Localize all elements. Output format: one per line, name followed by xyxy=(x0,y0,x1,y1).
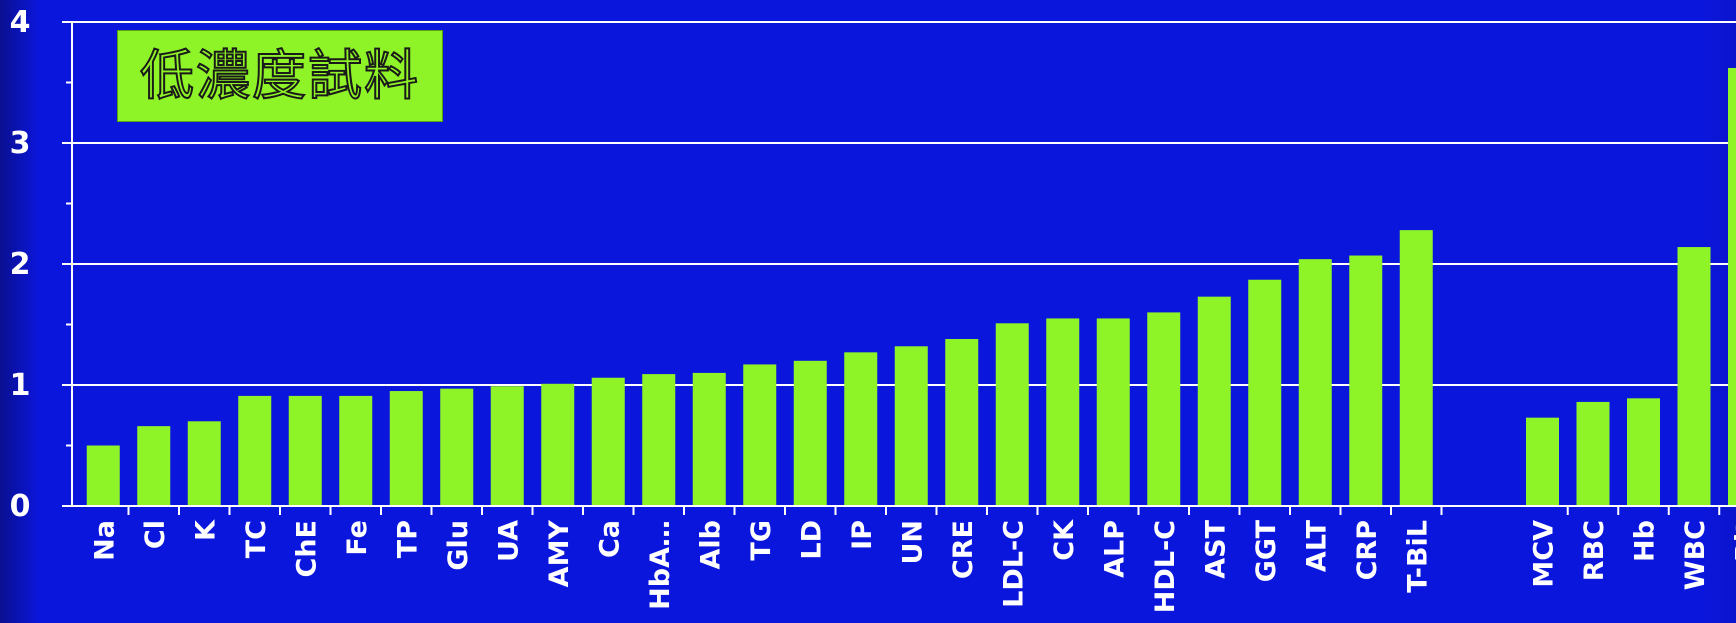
x-tick-label: CRP xyxy=(1352,520,1383,580)
x-tick-label: LD xyxy=(796,520,827,560)
bar-hb xyxy=(1627,398,1660,506)
x-tick-label: ChE xyxy=(291,520,322,577)
x-tick-label: CK xyxy=(1049,519,1080,561)
bar-na xyxy=(86,445,120,506)
bar-ca xyxy=(591,377,625,506)
bar-ld xyxy=(793,360,827,506)
bar-cre xyxy=(945,339,979,506)
bar-crp xyxy=(1349,255,1383,506)
y-tick-label: 3 xyxy=(10,126,31,161)
x-tick-label: UN xyxy=(897,520,928,565)
bar-wbc xyxy=(1677,247,1711,506)
x-tick-label: IP xyxy=(847,520,878,550)
x-tick-label: ALT xyxy=(1301,519,1332,572)
x-tick-label: LDL-C xyxy=(998,520,1029,608)
bar-hdl-c xyxy=(1147,312,1181,506)
bar-rbc xyxy=(1576,401,1610,506)
bar-alt xyxy=(1298,259,1332,506)
bar-tp xyxy=(389,391,423,506)
bar-ck xyxy=(1046,318,1080,506)
x-tick-label: CRE xyxy=(948,520,979,579)
bar-cl xyxy=(137,426,171,506)
y-tick-label: 2 xyxy=(10,247,31,282)
y-tick-label: 0 xyxy=(10,489,31,524)
bar-mcv xyxy=(1526,417,1559,506)
bar-che xyxy=(288,395,322,506)
bar-fe xyxy=(339,395,373,506)
x-tick-label: Hb xyxy=(1630,520,1661,562)
bars-layer xyxy=(86,67,1736,506)
x-tick-label: ALP xyxy=(1099,520,1130,578)
x-tick-label: GGT xyxy=(1251,519,1282,582)
x-tick-label: Cl xyxy=(140,520,171,549)
bar-ast xyxy=(1197,296,1231,506)
axis-layer xyxy=(62,21,1736,515)
x-tick-label: HDL-C xyxy=(1150,520,1181,613)
x-tick-labels: Na Cl K TC ChE Fe TP Glu UA AMY Ca HbA… Alb TG LD IP UN C… xyxy=(89,519,1736,613)
x-tick-label: Alb xyxy=(695,520,726,569)
y-tick-label: 1 xyxy=(10,368,31,403)
x-tick-label: Plt xyxy=(1731,520,1736,562)
bar-hba- xyxy=(642,374,676,506)
y-tick-label: 4 xyxy=(10,5,31,40)
bar-ggt xyxy=(1248,279,1282,506)
bar-t-bil xyxy=(1399,230,1433,506)
x-tick-label: MCV xyxy=(1529,520,1560,588)
x-tick-label: HbA… xyxy=(645,520,676,610)
x-tick-label: AST xyxy=(1200,519,1231,578)
x-tick-label: UA xyxy=(493,520,524,562)
title-badge: 低濃度試料 xyxy=(117,30,443,122)
x-tick-label: T-BiL xyxy=(1402,520,1433,593)
x-tick-label: TP xyxy=(392,520,423,558)
bar-ldl-c xyxy=(995,323,1029,506)
bar-ua xyxy=(490,386,524,506)
x-tick-label: Na xyxy=(89,520,120,561)
x-tick-label: TC xyxy=(241,520,272,558)
bar-ip xyxy=(844,352,878,506)
x-tick-label: AMY xyxy=(544,520,575,588)
bar-k xyxy=(187,421,221,506)
x-tick-label: WBC xyxy=(1680,520,1711,590)
bar-un xyxy=(894,346,928,506)
x-tick-label: Fe xyxy=(342,520,373,556)
bar-glu xyxy=(440,388,474,506)
y-tick-labels: 0 1 2 3 4 xyxy=(10,5,31,524)
bar-plt xyxy=(1728,67,1736,506)
bar-alp xyxy=(1096,318,1130,506)
bar-alb xyxy=(692,372,726,506)
bar-amy xyxy=(541,383,575,506)
x-tick-label: Glu xyxy=(443,520,474,571)
chart-title: 低濃度試料 xyxy=(139,44,420,107)
x-tick-label: K xyxy=(190,519,221,541)
x-tick-label: TG xyxy=(746,520,777,561)
x-tick-label: RBC xyxy=(1579,520,1610,581)
bar-tg xyxy=(743,364,777,506)
bar-tc xyxy=(238,395,272,506)
x-tick-label: Ca xyxy=(594,520,625,558)
